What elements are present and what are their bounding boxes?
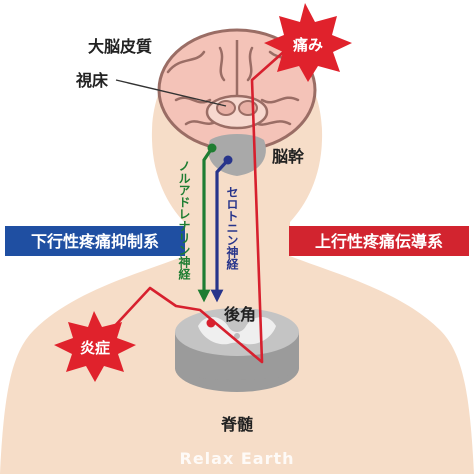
noradrenaline-origin xyxy=(207,143,217,153)
ascending-pain-path xyxy=(97,47,289,364)
brainstem-label: 脳幹 xyxy=(272,147,305,166)
descending-system-label: 下行性疼痛抑制系 xyxy=(31,232,159,251)
dorsal-horn-label: 後角 xyxy=(224,305,256,324)
cortex-label: 大脳皮質 xyxy=(88,37,152,56)
inflammation-label: 炎症 xyxy=(80,339,110,357)
descending-system-box xyxy=(5,226,185,256)
pain-burst-icon xyxy=(264,3,352,82)
watermark-text: Relax Earth xyxy=(180,449,295,468)
noradrenaline-nerve-label: ノルアドレナリン神経 xyxy=(177,160,191,281)
serotonin-path xyxy=(210,158,230,303)
ascending-system-box xyxy=(289,226,469,256)
ascending-system-label: 上行性疼痛伝導系 xyxy=(315,232,443,251)
spinal-cord xyxy=(175,308,299,392)
noradrenaline-path xyxy=(197,147,214,303)
thalamus-leader-line xyxy=(115,79,227,107)
pain-label: 痛み xyxy=(292,36,323,54)
thalamus-label: 視床 xyxy=(75,71,109,90)
serotonin-nerve-label: セロトニン神経 xyxy=(225,186,239,271)
serotonin-origin xyxy=(223,155,233,165)
dorsal-horn-marker xyxy=(206,318,216,328)
spinal-cord-label: 脊髄 xyxy=(220,415,253,434)
inflammation-burst-icon xyxy=(54,311,136,382)
